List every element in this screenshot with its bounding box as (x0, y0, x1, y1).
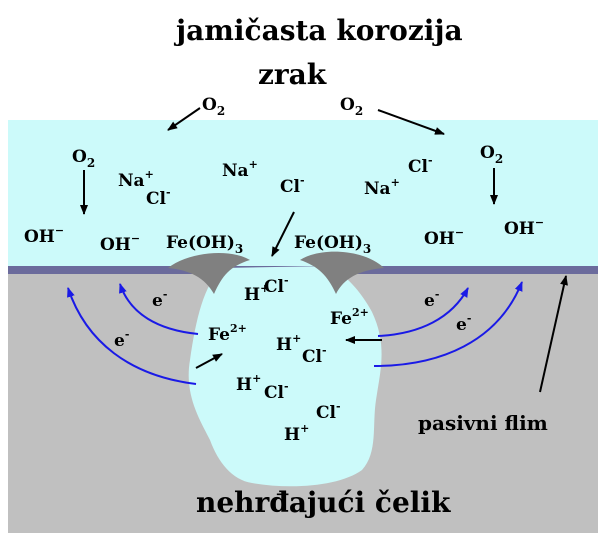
air-label: zrak (258, 58, 327, 91)
na-ion-left: Na+ (118, 168, 154, 191)
arrow-passive-film (539, 275, 568, 393)
o2-right: O2 (480, 143, 503, 166)
electron-left-upper: e- (152, 288, 167, 311)
na-ion-center: Na+ (222, 158, 258, 181)
oh-ion-left: OH− (100, 232, 140, 255)
diagram-title: jamičasta korozija (173, 14, 463, 47)
cl-ion-pit-1: Cl- (264, 274, 289, 297)
oh-ion-far-right: OH− (504, 216, 544, 239)
cl-ion-pit-3: Cl- (264, 380, 289, 403)
electron-arrow-right-outer (373, 281, 523, 367)
cl-ion-right: Cl- (408, 154, 433, 177)
arrow-fe-left (195, 353, 223, 369)
electron-right-lower: e- (456, 312, 471, 335)
cl-ion-pit-4: Cl- (316, 400, 341, 423)
solution-layer (8, 120, 598, 270)
electron-left-lower: e- (114, 328, 129, 351)
cl-ion-center: Cl- (280, 174, 305, 197)
h-ion-3: H+ (236, 372, 261, 395)
arrow-o2-to-left-air (167, 107, 201, 131)
oh-ion-right: OH− (424, 226, 464, 249)
h-ion-4: H+ (284, 422, 309, 445)
arrow-o2-to-right-air (377, 109, 445, 135)
fe-ion-left: Fe2+ (208, 322, 247, 345)
feoh3-label-left: Fe(OH)3 (166, 233, 243, 256)
passive-film-label: pasivni flim (418, 411, 548, 435)
fe-ion-right: Fe2+ (330, 306, 369, 329)
cl-ion-pit-2: Cl- (302, 344, 327, 367)
na-ion-right: Na+ (364, 176, 400, 199)
o2-left: O2 (72, 147, 95, 170)
electron-arrow-left-outer (67, 287, 197, 385)
h-ion-2: H+ (276, 332, 301, 355)
steel-label: nehrđajući čelik (196, 486, 451, 519)
electron-arrow-left-inner (119, 283, 199, 335)
o2-top-left: O2 (202, 95, 225, 118)
feoh3-deposit-right (300, 251, 384, 294)
electron-arrow-right-inner (377, 287, 469, 337)
o2-top-right: O2 (340, 95, 363, 118)
corrosion-pit (188, 266, 382, 487)
electron-right-upper: e- (424, 288, 439, 311)
arrow-cl-into-pit (271, 211, 295, 257)
feoh3-deposit-left (168, 253, 250, 294)
feoh3-label-right: Fe(OH)3 (294, 233, 371, 256)
h-ion-1: H+ (244, 282, 269, 305)
cl-ion-left: Cl- (146, 186, 171, 209)
oh-ion-far-left: OH− (24, 224, 64, 247)
